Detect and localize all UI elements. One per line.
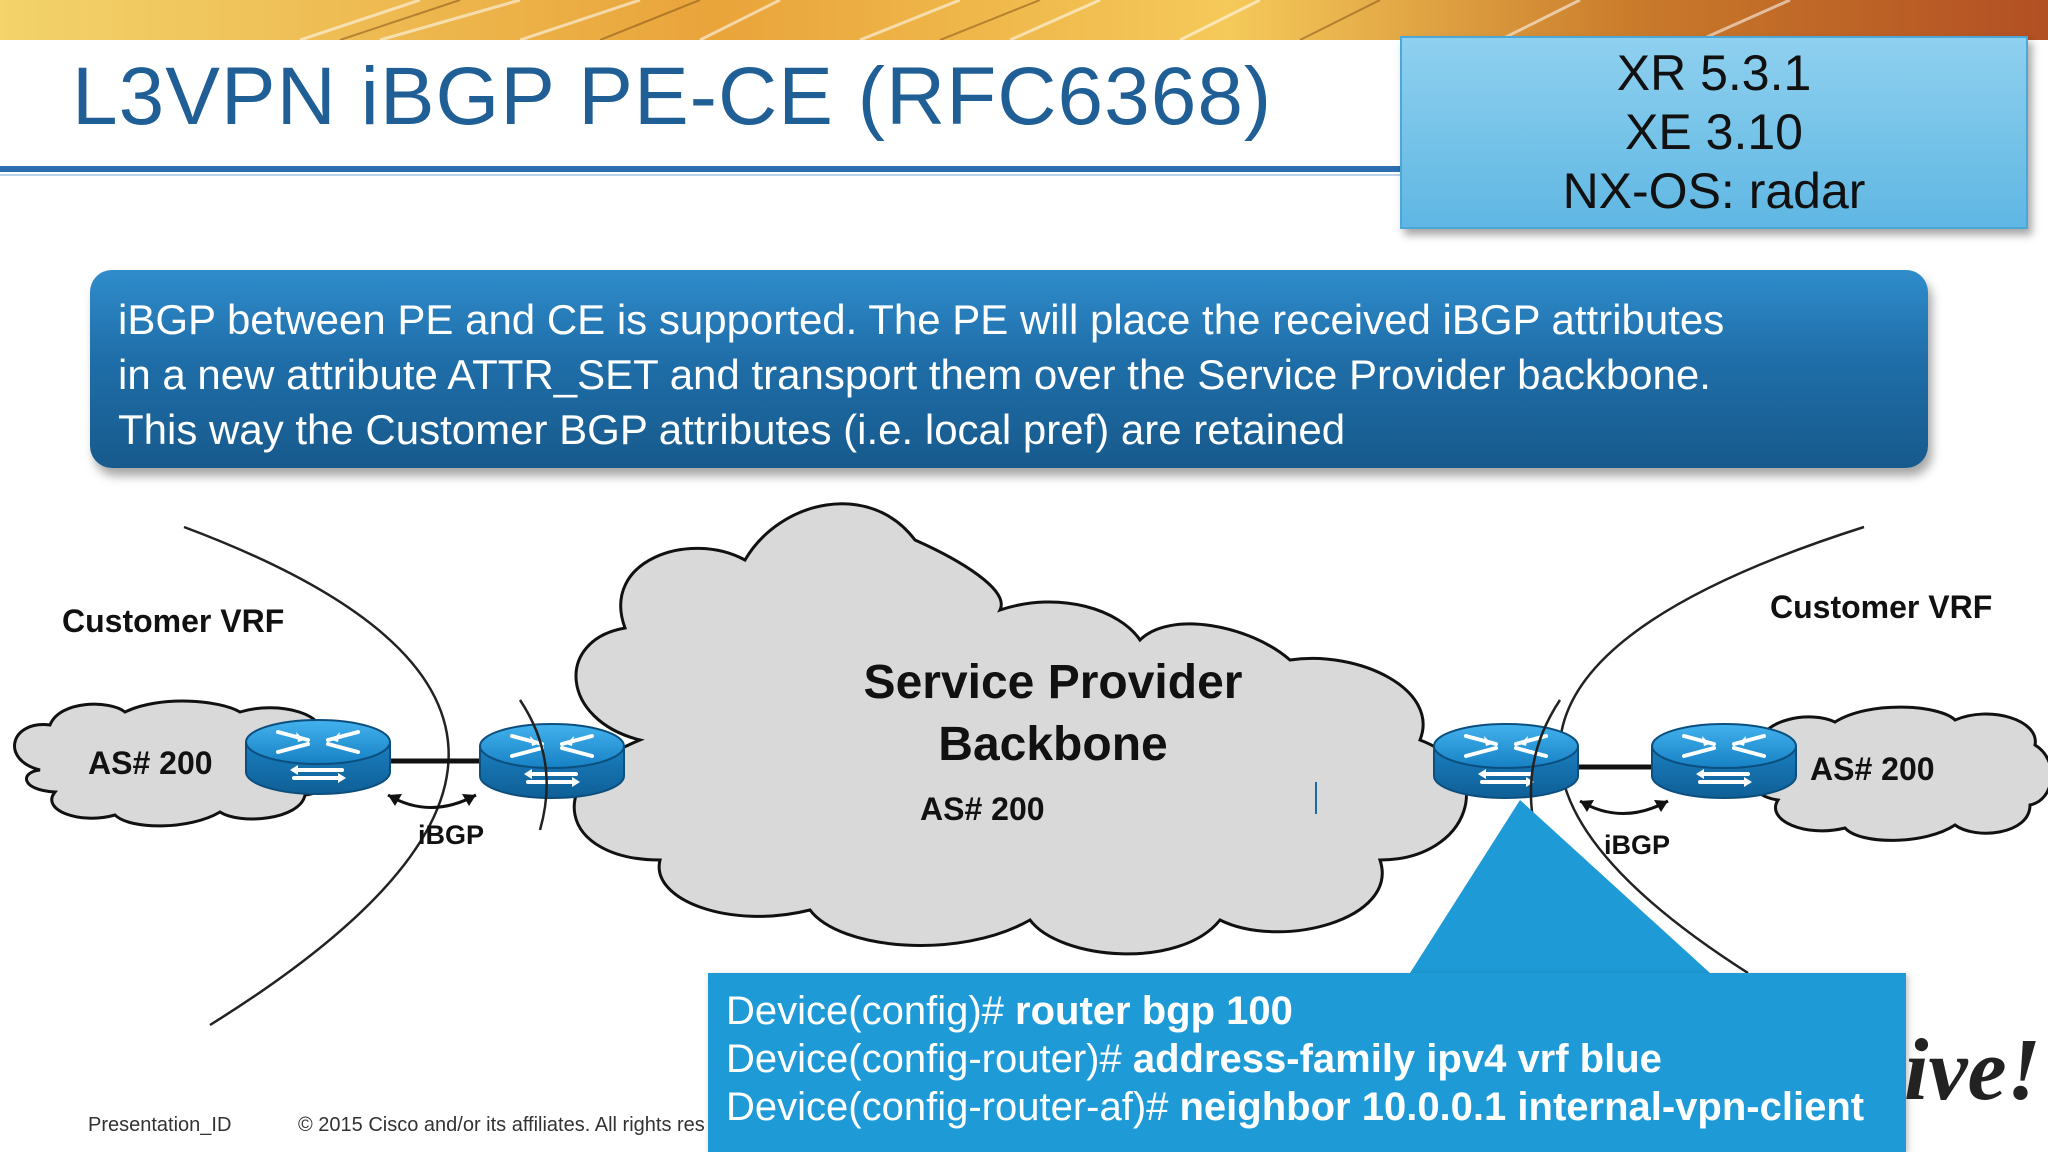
slide-title: L3VPN iBGP PE-CE (RFC6368) — [72, 51, 1273, 142]
left-vrf-label: Customer VRF — [62, 603, 284, 639]
config-box: Device(config)# router bgp 100 Device(co… — [708, 973, 1906, 1152]
copyright-notice: © 2015 Cisco and/or its affiliates. All … — [298, 1114, 705, 1136]
right-as-label: AS# 200 — [1810, 751, 1935, 787]
right-ibgp-label: iBGP — [1604, 830, 1670, 860]
backbone-as-label: AS# 200 — [920, 791, 1045, 827]
right-customer-cloud — [1745, 705, 2048, 842]
left-ibgp-label: iBGP — [418, 820, 484, 850]
version-nxos: NX-OS: radar — [1562, 163, 1866, 219]
tagline-fragment: ive! — [1904, 1022, 2041, 1119]
description-box: iBGP between PE and CE is supported. The… — [90, 270, 1928, 468]
config-prompt: Device(config-router-af)# — [726, 1085, 1180, 1129]
title-underline — [0, 166, 1410, 172]
left-ibgp-arrow — [387, 793, 477, 809]
right-vrf-label: Customer VRF — [1770, 589, 1992, 625]
header-banner-graphic — [0, 0, 2048, 40]
backbone-title-line-2: Backbone — [938, 718, 1167, 771]
right-pe-router — [1432, 722, 1580, 800]
config-callout-pointer — [1410, 800, 1710, 973]
left-ce-router — [244, 718, 392, 796]
config-command: neighbor 10.0.0.1 internal-vpn-client — [1179, 1085, 1865, 1129]
config-line-2: Device(config-router)# address-family ip… — [726, 1035, 1906, 1083]
right-ibgp-arrow — [1579, 799, 1669, 815]
description-line-3: This way the Customer BGP attributes (i.… — [118, 406, 1346, 453]
config-prompt: Device(config)# — [726, 989, 1016, 1033]
config-command: router bgp 100 — [1015, 989, 1293, 1033]
left-boundary-curve — [183, 525, 450, 1027]
left-as-label: AS# 200 — [88, 745, 213, 781]
backbone-cloud — [572, 502, 1468, 956]
right-boundary-curve — [1558, 525, 1865, 975]
version-box: XR 5.3.1 XE 3.10 NX-OS: radar — [1400, 36, 2028, 229]
description-line-1: iBGP between PE and CE is supported. The… — [118, 296, 1725, 343]
right-ce-router — [1650, 722, 1798, 800]
version-xr: XR 5.3.1 — [1616, 45, 1812, 101]
config-line-1: Device(config)# router bgp 100 — [726, 987, 1906, 1035]
description-line-2: in a new attribute ATTR_SET and transpor… — [118, 351, 1711, 398]
config-command: address-family ipv4 vrf blue — [1132, 1037, 1662, 1081]
version-xe: XE 3.10 — [1625, 104, 1803, 160]
config-line-3: Device(config-router-af)# neighbor 10.0.… — [726, 1083, 1906, 1131]
presentation-id: Presentation_ID — [88, 1114, 232, 1136]
title-underline-shadow — [0, 174, 1410, 176]
config-prompt: Device(config-router)# — [726, 1037, 1133, 1081]
left-pe-router — [478, 722, 626, 800]
backbone-title-line-1: Service Provider — [864, 656, 1243, 709]
